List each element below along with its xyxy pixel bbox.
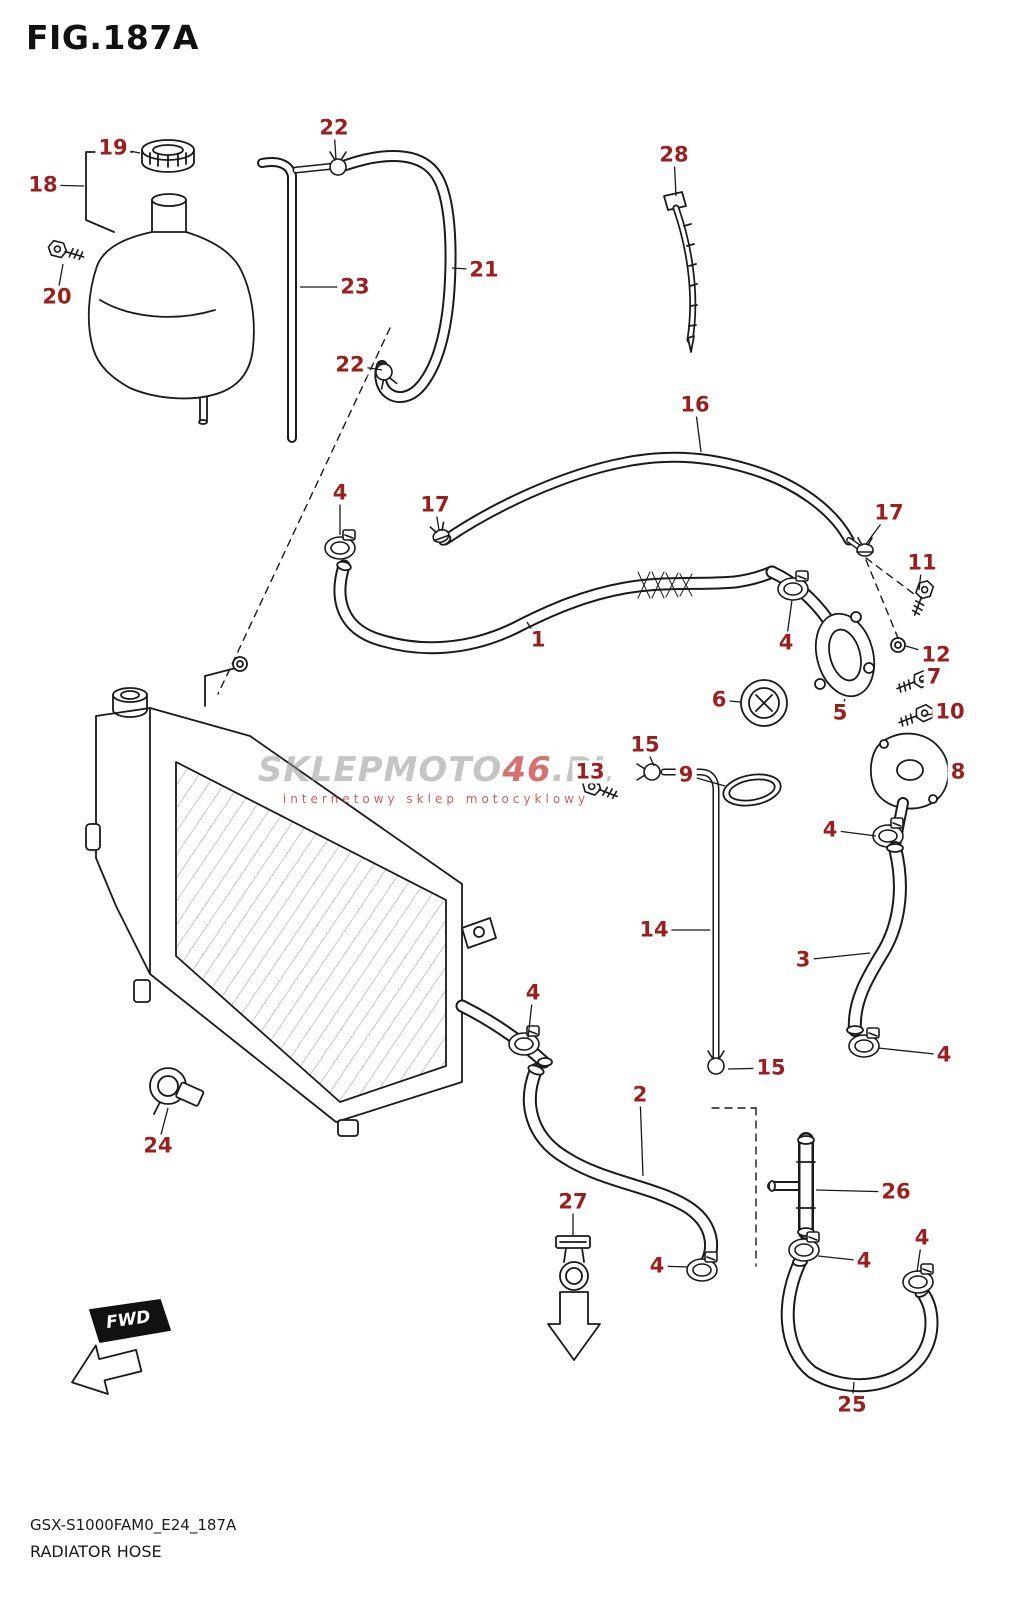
reservoir-tank	[87, 193, 255, 425]
cable-tie	[663, 191, 698, 353]
reservoir-cap	[141, 139, 195, 173]
leader-line-9	[685, 774, 726, 787]
document-name: RADIATOR HOSE	[30, 1542, 162, 1561]
leader-line-28	[673, 154, 677, 197]
drain-funnel-27	[547, 1235, 601, 1361]
leader-line-8	[946, 770, 959, 773]
thermostat-assembly	[722, 565, 950, 852]
dashed-reference-lines	[217, 327, 915, 1267]
leader-line-15	[727, 1067, 772, 1070]
leader-line-15	[644, 744, 655, 767]
reservoir-hoses	[257, 150, 457, 443]
hose-3	[846, 841, 907, 1058]
leader-line-5	[839, 698, 846, 714]
leader-line-4	[785, 599, 793, 644]
gasket-9	[722, 773, 782, 807]
leader-line-6	[718, 699, 741, 703]
radiator	[85, 656, 553, 1137]
water-pipe-14	[579, 763, 725, 1075]
leader-line-17	[434, 504, 440, 531]
hose-16	[428, 451, 874, 557]
leader-line-24	[157, 1107, 169, 1147]
leader-line-17	[865, 512, 890, 545]
leader-line-22	[333, 127, 337, 161]
leader-line-16	[694, 404, 702, 453]
leader-line-19	[112, 147, 141, 154]
leader-line-7	[920, 676, 935, 682]
leader-line-21	[451, 267, 485, 271]
leader-line-1	[526, 621, 539, 641]
clamp-bracket-24	[149, 1067, 205, 1115]
leader-line-4	[829, 829, 877, 837]
leader-line-26	[815, 1189, 897, 1193]
leader-line-4	[817, 1255, 865, 1262]
figure-title: FIG.187A	[26, 18, 199, 57]
leader-line-11	[918, 562, 923, 591]
thermostat-housing	[814, 612, 876, 698]
hose-2	[508, 1025, 719, 1282]
fwd-marker: FWD	[71, 1299, 171, 1395]
hose-1	[324, 529, 779, 655]
leader-line-4	[916, 1237, 923, 1273]
leader-line-10	[924, 711, 951, 716]
fwd-arrow	[71, 1344, 143, 1395]
leader-line-12	[905, 645, 937, 656]
leader-line-20	[56, 263, 64, 298]
hose-25	[780, 1231, 939, 1393]
leader-line-18	[42, 184, 85, 187]
leader-line-22	[349, 364, 383, 371]
hose-mesh-texture	[637, 571, 693, 599]
leader-line-4	[656, 1265, 689, 1268]
leader-line-2	[639, 1094, 644, 1177]
fwd-flag	[89, 1299, 171, 1343]
leader-line-4	[877, 1047, 945, 1056]
leader-line-13	[589, 771, 599, 786]
leader-line-4	[527, 992, 534, 1039]
joint-pipe-26	[767, 1132, 816, 1240]
leader-line-25	[851, 1381, 855, 1406]
document-code: GSX-S1000FAM0_E24_187A	[30, 1516, 237, 1534]
leader-line-3	[802, 952, 871, 961]
